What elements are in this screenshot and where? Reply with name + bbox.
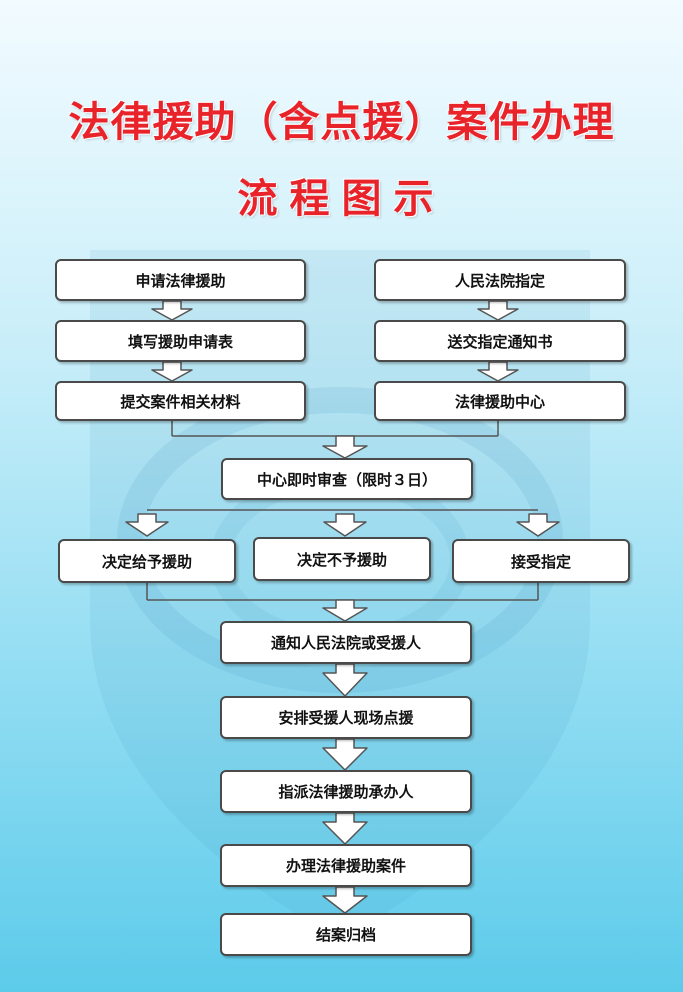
flow-arrow [323,513,367,537]
flow-arrow [125,513,169,537]
main-title: 法律援助（含点援）案件办理 [68,98,615,146]
flow-arrow [322,886,368,914]
flow-box-apply: 申请法律援助 [55,259,306,301]
flow-arrow [322,812,368,845]
flow-arrow [151,300,193,321]
flow-box-accept-designation: 接受指定 [452,539,630,583]
flow-arrow [322,663,368,697]
flow-box-handle-case: 办理法律援助案件 [220,844,472,887]
sub-title: 流程图示 [237,175,446,222]
flow-arrow [477,300,519,321]
flow-box-arrange-selection: 安排受援人现场点援 [220,696,472,739]
flow-arrow [322,738,368,771]
flow-box-court-designate: 人民法院指定 [374,259,626,301]
flow-arrow [322,599,368,622]
flow-box-review: 中心即时审查（限时３日） [221,458,473,500]
flow-box-deny-aid: 决定不予援助 [253,537,431,581]
flow-box-close-archive: 结案归档 [220,913,472,956]
flow-arrow [151,361,193,382]
flow-box-fill-form: 填写援助申请表 [55,320,306,362]
flow-box-aid-center: 法律援助中心 [374,381,626,421]
flow-box-submit-materials: 提交案件相关材料 [55,381,306,421]
flow-box-grant-aid: 决定给予援助 [58,539,236,583]
flow-arrow [516,513,560,537]
flow-arrow [477,361,519,382]
flow-box-send-notice: 送交指定通知书 [374,320,626,362]
flow-box-notify: 通知人民法院或受援人 [220,621,472,664]
flow-arrow [322,435,368,459]
flow-box-assign-lawyer: 指派法律援助承办人 [220,770,472,813]
